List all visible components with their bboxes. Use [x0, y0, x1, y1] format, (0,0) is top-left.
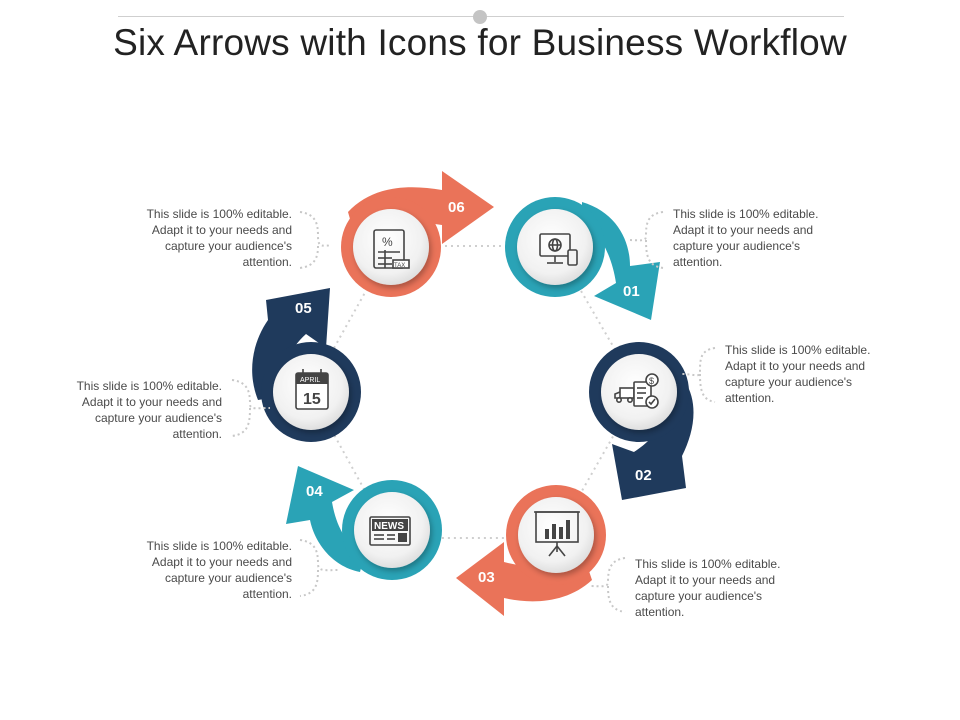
- arrow-03: 03: [456, 542, 592, 616]
- text-brackets: [231, 211, 716, 613]
- step-description-05: This slide is 100% editable. Adapt it to…: [76, 379, 222, 441]
- step-description-02: This slide is 100% editable. Adapt it to…: [725, 343, 871, 405]
- step-number-02: 02: [635, 467, 652, 484]
- newspaper-icon: NEWS: [369, 516, 411, 546]
- step-description-01: This slide is 100% editable. Adapt it to…: [673, 207, 819, 269]
- svg-text:TAX: TAX: [394, 263, 405, 269]
- step-number-01: 01: [623, 283, 640, 300]
- step-number-04: 04: [306, 483, 323, 500]
- svg-text:$: $: [649, 376, 654, 386]
- svg-text:15: 15: [303, 391, 321, 408]
- step-number-06: 06: [448, 199, 465, 216]
- step-number-05: 05: [295, 300, 312, 317]
- tax-calculator-icon: % TAX: [373, 229, 410, 269]
- page-title: Six Arrows with Icons for Business Workf…: [113, 22, 847, 63]
- presentation-chart-icon: [534, 511, 580, 557]
- svg-text:APRIL: APRIL: [300, 377, 320, 384]
- svg-text:%: %: [382, 235, 393, 249]
- step-circle-06: [341, 197, 441, 297]
- step-description-04: This slide is 100% editable. Adapt it to…: [146, 539, 292, 601]
- step-description-06: This slide is 100% editable. Adapt it to…: [146, 207, 292, 269]
- delivery-truck-invoice-icon: $: [614, 373, 659, 409]
- svg-text:NEWS: NEWS: [374, 521, 404, 532]
- step-number-03: 03: [478, 569, 495, 586]
- calendar-icon: APRIL 15: [295, 369, 329, 410]
- top-divider-dot: [473, 10, 487, 24]
- computer-globe-icon: [539, 233, 578, 266]
- step-description-03: This slide is 100% editable. Adapt it to…: [635, 557, 781, 619]
- step-circle-01: [505, 197, 605, 297]
